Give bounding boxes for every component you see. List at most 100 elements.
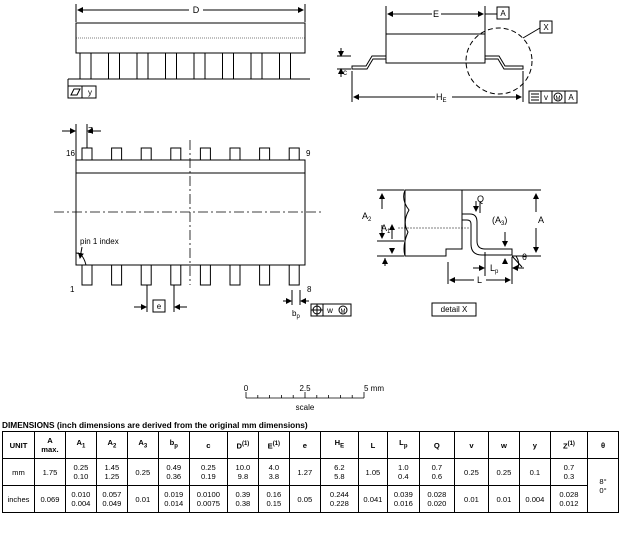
header-cell: E(1) xyxy=(257,431,290,459)
value-cell: 1.05 xyxy=(357,458,388,486)
value-cell: 0.069 xyxy=(33,485,66,513)
scale-word: scale xyxy=(296,403,315,412)
lead-bottom xyxy=(259,264,271,286)
pin-1-index-label: pin 1 index xyxy=(80,237,119,246)
lead-top xyxy=(229,147,241,161)
flatness-y-label: y xyxy=(88,88,92,97)
lead-top xyxy=(140,147,152,161)
detail-X-label: X xyxy=(543,23,549,32)
pin-9-label: 9 xyxy=(306,149,311,158)
dim-bp-label: bp xyxy=(292,309,300,320)
dim-A2-label: A2 xyxy=(362,211,372,223)
dim-A1-label: A1 xyxy=(381,223,391,235)
pin-8-label: 8 xyxy=(307,285,312,294)
detail-x-view xyxy=(377,189,541,284)
value-cell: 0.25 xyxy=(487,458,520,486)
dim-Q-label: Q xyxy=(477,194,484,204)
dim-D-label: D xyxy=(193,5,200,15)
scale-bar xyxy=(245,392,365,399)
value-cell: 0.041 xyxy=(357,485,388,513)
value-cell: 0.05 xyxy=(288,485,321,513)
side-lead xyxy=(279,52,291,80)
pitch-e-box xyxy=(152,299,166,313)
header-cell: A2 xyxy=(95,431,128,459)
header-cell: D(1) xyxy=(226,431,259,459)
dim-Lp-label: Lp xyxy=(490,263,499,275)
dimensions-title: DIMENSIONS (inch dimensions are derived … xyxy=(2,420,308,430)
value-cell: 0.01 xyxy=(453,485,489,513)
dim-A-side-label: A xyxy=(538,215,544,225)
datum-A-label: A xyxy=(500,9,506,18)
dim-c-label: c xyxy=(343,68,347,77)
svg-text:w: w xyxy=(326,306,333,315)
flatness-icon xyxy=(70,88,81,96)
scale-label-5mm: 5 mm xyxy=(364,384,384,393)
side-lead xyxy=(136,52,149,80)
lead-bottom xyxy=(170,264,182,286)
dim-Z-label: Z xyxy=(88,126,93,135)
angle-theta-label: θ xyxy=(522,252,527,262)
side-lead xyxy=(193,52,206,80)
svg-text:v: v xyxy=(544,93,548,102)
side-lead xyxy=(222,52,234,80)
header-cell: UNIT xyxy=(2,431,35,459)
lead-top xyxy=(199,147,211,161)
header-cell: θ xyxy=(587,431,619,459)
dim-HE-label: HE xyxy=(436,92,447,104)
package-outline-drawing: D y E A X c HE v M xyxy=(54,4,578,412)
detail-x-caption-box xyxy=(431,302,477,317)
lead-top xyxy=(259,147,271,161)
side-view xyxy=(67,4,310,92)
dim-L-label: L xyxy=(477,275,482,285)
header-cell: Q xyxy=(418,431,455,459)
position-tolerance-w-frame: w M xyxy=(310,303,352,317)
detail-x-caption: detail X xyxy=(441,305,468,314)
lead-bottom xyxy=(140,264,152,286)
lead-top xyxy=(288,147,300,161)
value-cell: 1.27 xyxy=(288,458,321,486)
value-cell: 1.75 xyxy=(33,458,66,486)
svg-text:M: M xyxy=(556,96,561,102)
value-cell: 0.25 xyxy=(453,458,489,486)
svg-text:A: A xyxy=(568,93,574,102)
side-lead xyxy=(250,52,263,80)
value-cell: 0.25 xyxy=(126,458,159,486)
end-view xyxy=(337,6,541,102)
header-cell: A3 xyxy=(126,431,159,459)
pin-16-label: 16 xyxy=(66,149,75,158)
lead-top xyxy=(170,147,182,161)
header-cell: e xyxy=(288,431,321,459)
unit-cell: mm xyxy=(2,458,35,486)
lead-bottom xyxy=(81,264,93,286)
value-cell: 0.01 xyxy=(487,485,520,513)
dim-A3-label: (A3) xyxy=(492,215,507,227)
svg-text:M: M xyxy=(341,309,346,315)
header-cell: L xyxy=(357,431,388,459)
pitch-e-label: e xyxy=(157,302,162,311)
unit-cell: inches xyxy=(2,485,35,513)
scale-label-2-5: 2.5 xyxy=(299,384,311,393)
scale-label-0: 0 xyxy=(244,384,249,393)
value-cell: 0.004 xyxy=(518,485,551,513)
